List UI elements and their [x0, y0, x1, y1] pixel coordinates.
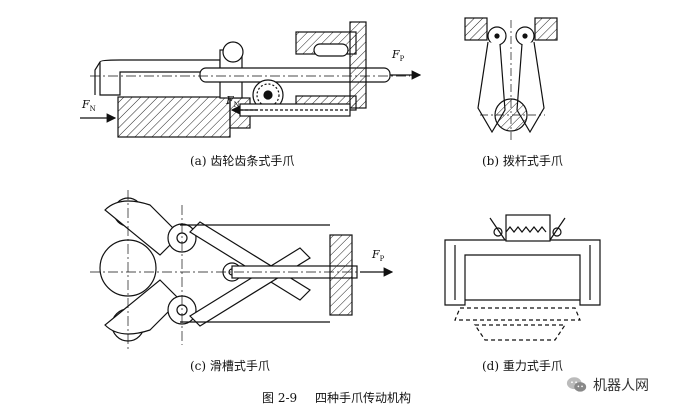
- jaw-block-left: [117, 96, 231, 138]
- caption-a: (a) 齿轮齿条式手爪: [190, 154, 295, 168]
- fp-label-c: FP: [371, 248, 385, 263]
- watermark: 机器人网: [566, 374, 649, 396]
- figure-title: 四种手爪传动机构: [314, 391, 411, 405]
- caption-d: (d) 重力式手爪: [482, 359, 563, 373]
- wechat-icon: [566, 377, 587, 392]
- figure-caption: 图 2-9 四种手爪传动机构: [262, 389, 425, 406]
- panel-a-rack-pinion: [80, 21, 422, 138]
- fp-label-a: FP: [391, 48, 405, 63]
- caption-b: (b) 拨杆式手爪: [482, 154, 563, 168]
- figure-number: 图 2-9: [262, 391, 298, 405]
- panel-c-slot: [90, 190, 394, 350]
- fn-label-right: FN: [225, 94, 240, 109]
- fn-label-left: FN: [81, 98, 96, 113]
- panel-d-gravity: [444, 214, 601, 341]
- caption-c: (c) 滑槽式手爪: [190, 359, 270, 373]
- watermark-text: 机器人网: [593, 378, 649, 394]
- panel-b-lever: [464, 17, 558, 140]
